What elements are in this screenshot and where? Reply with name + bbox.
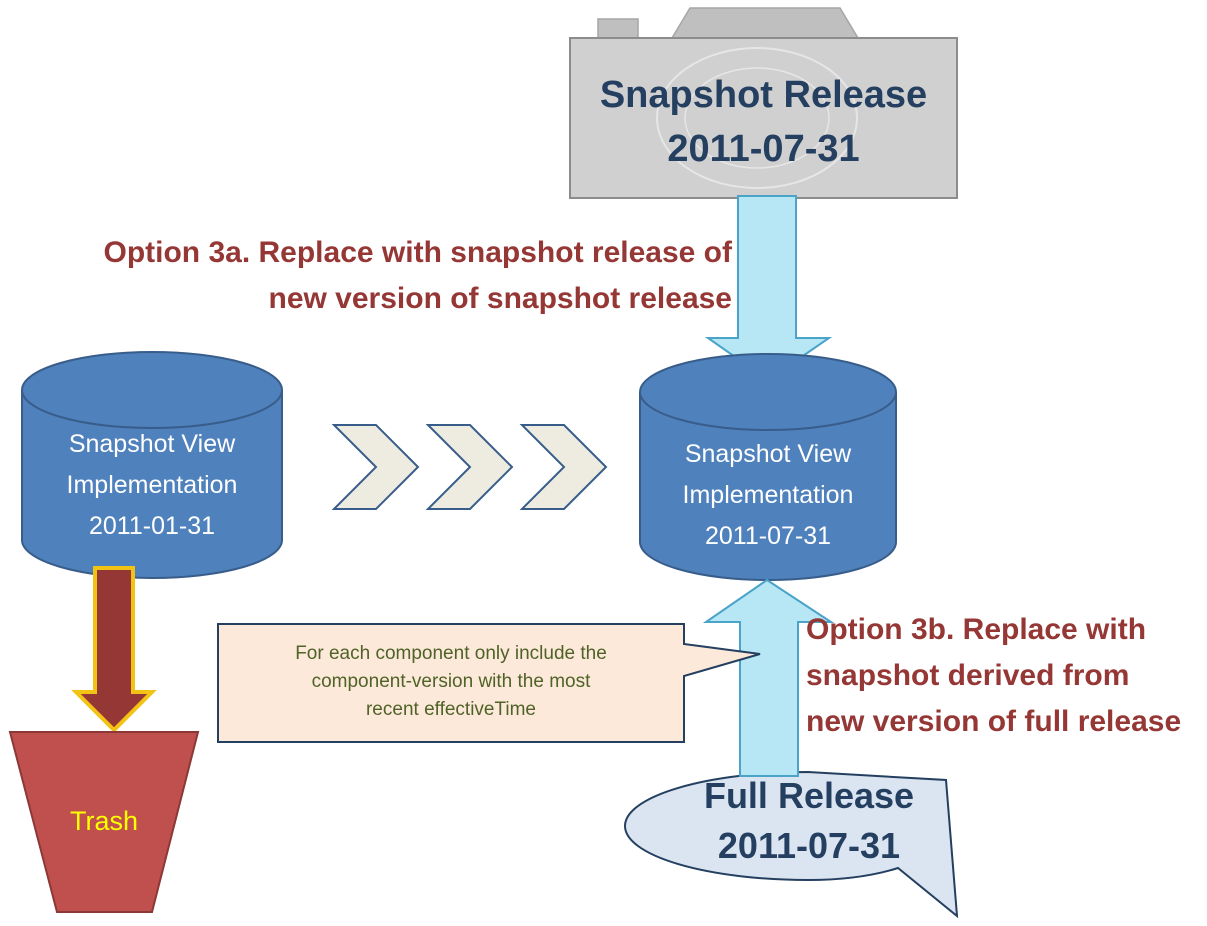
option-3a-line1: Option 3a. Replace with snapshot release… bbox=[103, 236, 733, 269]
old-view-line2: Implementation bbox=[66, 471, 238, 499]
old-snapshot-cylinder bbox=[21, 351, 283, 579]
full-release-date: 2011-07-31 bbox=[717, 825, 901, 866]
old-view-line1: Snapshot View bbox=[68, 430, 236, 458]
chevron-arrows bbox=[331, 424, 608, 510]
new-snapshot-cylinder bbox=[639, 353, 897, 581]
option-3b-line3: new version of full release bbox=[806, 705, 1182, 738]
option-3a-line2: new version of snapshot release bbox=[268, 282, 733, 315]
chevron-icon bbox=[331, 424, 420, 510]
chevron-icon bbox=[519, 424, 608, 510]
new-view-date: 2011-07-31 bbox=[704, 522, 832, 550]
callout-line2: component-version with the most bbox=[311, 671, 591, 692]
old-snapshot-view-label: Snapshot View Implementation 2011-01-31 bbox=[22, 424, 282, 547]
option-3b-line2: snapshot derived from bbox=[806, 659, 1130, 692]
callout-text: For each component only include the comp… bbox=[218, 640, 684, 724]
camera-shape bbox=[569, 7, 958, 199]
new-view-line1: Snapshot View bbox=[684, 440, 852, 468]
trash-label: Trash bbox=[69, 806, 138, 836]
callout-box bbox=[217, 623, 761, 743]
option-3b-label: Option 3b. Replace with snapshot derived… bbox=[806, 607, 1181, 745]
chevron-icon bbox=[425, 424, 514, 510]
trash-bucket bbox=[8, 731, 200, 913]
callout-line3: recent effectiveTime bbox=[365, 699, 537, 720]
full-release-bubble bbox=[624, 770, 959, 919]
new-snapshot-view-label: Snapshot View Implementation 2011-07-31 bbox=[640, 434, 896, 557]
snapshot-release-label: Snapshot Release 2011-07-31 bbox=[570, 68, 957, 176]
snapshot-release-date: 2011-07-31 bbox=[667, 128, 860, 170]
old-view-date: 2011-01-31 bbox=[88, 512, 216, 540]
callout-line1: For each component only include the bbox=[295, 643, 607, 664]
option-3a-label: Option 3a. Replace with snapshot release… bbox=[104, 230, 733, 322]
snapshot-release-title: Snapshot Release bbox=[599, 74, 928, 116]
up-arrow bbox=[702, 578, 835, 777]
full-release-title: Full Release bbox=[703, 775, 915, 816]
new-view-line2: Implementation bbox=[682, 481, 854, 509]
full-release-label: Full Release 2011-07-31 bbox=[626, 771, 992, 871]
option-3b-line1: Option 3b. Replace with bbox=[806, 613, 1147, 646]
trash-arrow bbox=[71, 566, 157, 733]
